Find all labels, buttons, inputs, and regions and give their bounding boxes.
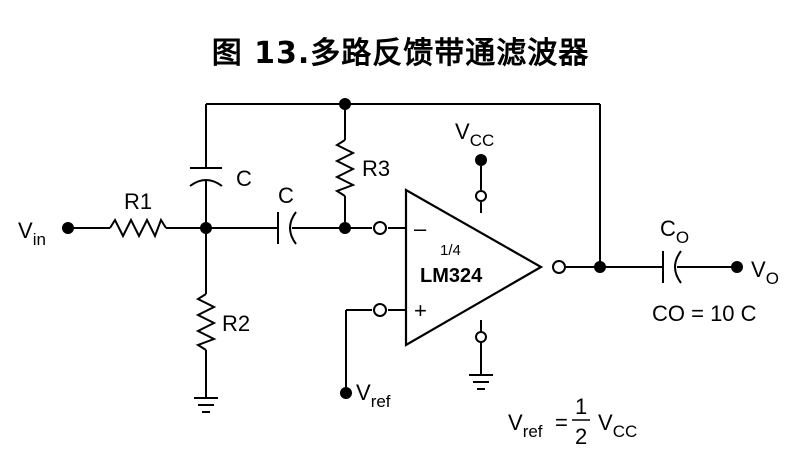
resistor-r2 xyxy=(195,293,217,351)
r2-label: R2 xyxy=(222,311,250,336)
pin-noninverting xyxy=(373,303,387,317)
wires xyxy=(68,103,735,398)
resistor-r1 xyxy=(109,217,167,239)
junction-output xyxy=(594,261,606,273)
ground-symbol-r2 xyxy=(194,397,218,413)
vcc-label: VCC xyxy=(455,119,494,150)
c-top-label: C xyxy=(236,166,252,191)
vo-label: VO xyxy=(751,257,779,288)
resistor-r3 xyxy=(334,139,356,197)
junction-rail xyxy=(339,98,351,110)
figure-title: 图 13.多路反馈带通滤波器 xyxy=(211,36,590,71)
co-label: CO xyxy=(660,216,689,247)
junction-node-a xyxy=(200,222,212,234)
r3-label: R3 xyxy=(362,156,390,181)
vin-label: Vin xyxy=(18,218,46,249)
vo-terminal xyxy=(731,261,743,273)
r1-label: R1 xyxy=(124,189,152,214)
svg-text:Vref: Vref xyxy=(508,410,543,441)
vin-terminal xyxy=(62,222,74,234)
pin-vcc xyxy=(475,190,487,202)
svg-text:=: = xyxy=(555,410,568,435)
svg-text:1: 1 xyxy=(575,394,587,419)
pin-output xyxy=(552,260,566,274)
opamp-name: LM324 xyxy=(420,265,483,287)
c-series-label: C xyxy=(278,183,294,208)
opamp-plus-sign: + xyxy=(414,298,427,323)
vref-label: Vref xyxy=(356,380,391,411)
opamp-minus-sign: – xyxy=(414,216,427,241)
opamp-fraction: 1/4 xyxy=(440,242,461,259)
co-equation: CO = 10 C xyxy=(652,301,757,326)
pin-inverting xyxy=(373,221,387,235)
pin-gnd xyxy=(475,331,487,343)
svg-text:VCC: VCC xyxy=(598,410,637,441)
vref-terminal xyxy=(340,387,352,399)
svg-text:2: 2 xyxy=(575,424,587,449)
capacitor-output xyxy=(662,250,682,284)
junction-node-b xyxy=(339,222,351,234)
vref-equation: Vref = 1 2 VCC xyxy=(508,394,637,449)
opamp-triangle xyxy=(404,188,544,347)
vcc-terminal xyxy=(475,154,487,166)
capacitor-series xyxy=(277,211,297,245)
capacitor-top xyxy=(189,167,223,187)
ground-symbol-opamp xyxy=(469,374,493,390)
